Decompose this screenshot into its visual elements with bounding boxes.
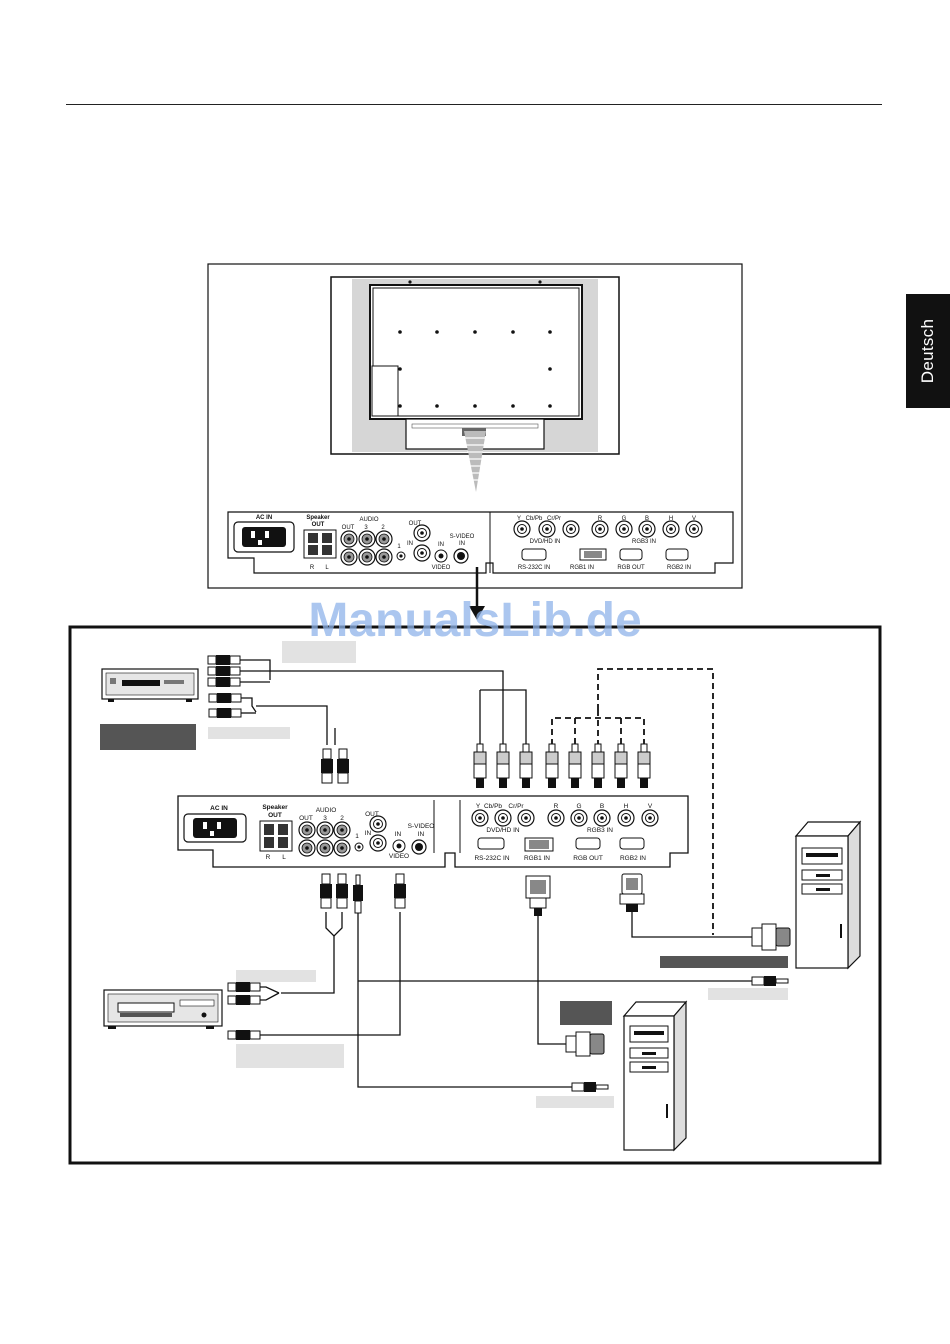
top-video-in: IN — [407, 541, 413, 547]
label-bar-6 — [560, 1001, 612, 1025]
label-bar-2 — [100, 724, 196, 750]
dvd-player-device — [101, 668, 199, 702]
language-tab[interactable]: Deutsch — [906, 294, 950, 408]
dvd-component-cable — [240, 659, 527, 745]
top-svideo-in: IN — [459, 541, 465, 547]
top-speaker-r: R — [310, 565, 315, 571]
top-g-label: G — [622, 516, 627, 522]
minijack-pc2 — [571, 1082, 609, 1092]
vcr-rca-plugs — [227, 981, 261, 1041]
bottom-rs232c-label: RS-232C IN — [474, 855, 509, 862]
bottom-video-out: OUT — [365, 811, 379, 818]
bottom-speaker-l: L — [282, 854, 286, 861]
top-v-label: V — [692, 516, 696, 522]
bottom-speaker-label: Speaker — [262, 804, 288, 811]
bottom-rgb3-label: RGB3 IN — [587, 827, 613, 834]
label-bar-5 — [236, 1044, 344, 1068]
top-audio-3: 3 — [364, 525, 368, 531]
dvi-connector — [525, 875, 551, 916]
top-video-in-2: IN — [438, 542, 444, 548]
top-ac-in-label: AC IN — [256, 515, 272, 521]
bottom-svideo-label: S-VIDEO — [408, 823, 435, 830]
top-rgb2-label: RGB2 IN — [667, 565, 691, 571]
bottom-r-label: R — [554, 803, 559, 810]
component-bnc-plugs — [473, 743, 533, 789]
vcr-device — [103, 989, 223, 1029]
top-svideo-label: S-VIDEO — [450, 534, 475, 540]
top-speaker-l: L — [325, 565, 329, 571]
bottom-b-label: B — [600, 803, 604, 810]
top-cbpb-label: Cb/Pb — [526, 516, 543, 522]
watermark: ManualsLib.de — [308, 594, 641, 647]
bottom-video-label: VIDEO — [389, 853, 409, 860]
top-video-label: VIDEO — [432, 565, 451, 571]
bottom-dvdhd-label: DVD/HD IN — [486, 827, 520, 834]
bottom-cbpb-label: Cb/Pb — [484, 803, 502, 810]
label-bar-1 — [282, 641, 356, 663]
bottom-video-in: IN — [365, 830, 372, 837]
bottom-speaker-r: R — [266, 854, 271, 861]
rgb-bnc-plugs — [545, 743, 651, 789]
top-crpr-label: Cr/Pr — [547, 516, 561, 522]
bottom-rgb2-label: RGB2 IN — [620, 855, 646, 862]
top-rgb3-label: RGB3 IN — [632, 539, 656, 545]
top-audio-2: 2 — [381, 525, 385, 531]
bottom-connector-panel: AC IN Speaker OUT R L AUDIO OUT 3 2 1 OU… — [177, 795, 689, 868]
bottom-audio-1: 1 — [355, 833, 359, 840]
dvi-connector-pc2 — [565, 1031, 605, 1057]
label-bar-3 — [208, 727, 290, 739]
bottom-audio-label: AUDIO — [316, 807, 337, 814]
wiring-diagram-frame — [68, 625, 882, 1165]
bottom-h-label: H — [624, 803, 629, 810]
minijack-pc1 — [751, 976, 789, 986]
top-audio-1: 1 — [397, 544, 401, 550]
bottom-rgbout-label: RGB OUT — [573, 855, 603, 862]
top-rgb1-label: RGB1 IN — [570, 565, 594, 571]
top-rgbout-label: RGB OUT — [617, 565, 645, 571]
lower-cables — [252, 912, 752, 1088]
top-h-label: H — [669, 516, 673, 522]
monitor-rear-body — [330, 276, 620, 455]
bottom-crpr-label: Cr/Pr — [508, 803, 524, 810]
computer-tower-1 — [794, 820, 862, 970]
top-rs232c-label: RS-232C IN — [518, 565, 550, 571]
computer-tower-2 — [622, 1000, 688, 1152]
label-bar-7 — [536, 1096, 614, 1108]
bottom-audio-2: 2 — [340, 815, 344, 822]
top-b-label: B — [645, 516, 649, 522]
top-speaker-out-label: OUT — [312, 522, 325, 528]
bottom-audio-out: OUT — [299, 815, 313, 822]
top-speaker-label: Speaker — [306, 515, 330, 521]
bottom-g-label: G — [576, 803, 581, 810]
label-bar-9 — [708, 988, 788, 1000]
bottom-video-in-2: IN — [395, 831, 402, 838]
bottom-v-label: V — [648, 803, 653, 810]
label-bar-4 — [236, 970, 316, 982]
vga-connector-pc1 — [751, 923, 791, 951]
zoom-indicator — [464, 431, 486, 492]
header-rule — [66, 104, 882, 105]
expand-arrow-head — [469, 606, 485, 620]
top-y-label: Y — [517, 516, 521, 522]
dvd-rca-plugs — [207, 654, 242, 719]
rgb-bnc-dashed-cable — [551, 668, 714, 935]
bottom-y-label: Y — [476, 803, 481, 810]
top-dvdhd-label: DVD/HD IN — [530, 539, 561, 545]
bottom-rgb1-label: RGB1 IN — [524, 855, 550, 862]
top-r-label: R — [598, 516, 603, 522]
top-connector-panel: AC IN Speaker OUT R L AUDIO OUT 3 2 1 OU… — [227, 511, 734, 574]
vga-connector-rgb2 — [619, 873, 645, 912]
label-bar-8 — [660, 956, 788, 968]
audio-rca-plugs-down — [320, 748, 350, 784]
top-audio-out: OUT — [342, 525, 355, 531]
bottom-speaker-out: OUT — [268, 812, 282, 819]
bottom-svideo-in: IN — [418, 831, 425, 838]
audio-out-plugs — [319, 873, 407, 914]
top-audio-label: AUDIO — [359, 517, 378, 523]
bottom-audio-3: 3 — [323, 815, 327, 822]
top-video-out: OUT — [409, 521, 422, 527]
bottom-ac-in-label: AC IN — [210, 805, 228, 812]
